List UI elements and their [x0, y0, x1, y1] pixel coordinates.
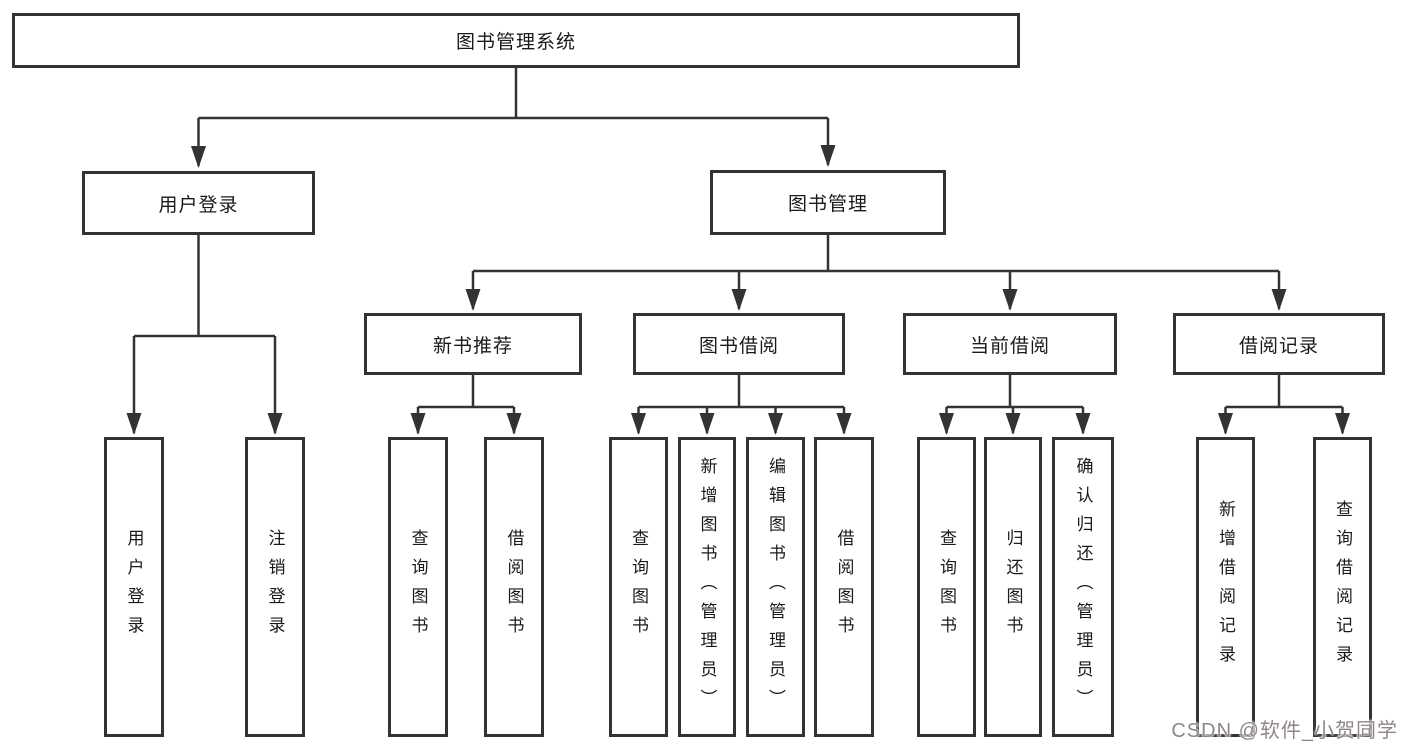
node-root-label: 图书管理系统	[455, 32, 576, 53]
node-book-borrow: 图书借阅	[633, 313, 845, 375]
node-borrow-record-label: 借阅记录	[1238, 335, 1319, 357]
leaf-user-login-label: 用户登录	[124, 529, 144, 645]
node-user-login-label: 用户登录	[158, 194, 239, 216]
leaf-query-book-3-label: 查询图书	[937, 529, 956, 645]
leaf-logout-label: 注销登录	[265, 529, 285, 645]
leaf-query-book-3: 查询图书	[917, 437, 976, 737]
leaf-confirm-return-admin-label: 确认归还（管理员）	[1073, 456, 1093, 718]
node-new-book-recommend-label: 新书推荐	[432, 335, 513, 357]
leaf-edit-book-admin-label: 编辑图书（管理员）	[766, 456, 785, 718]
node-book-borrow-label: 图书借阅	[698, 335, 779, 357]
leaf-borrow-book-2: 借阅图书	[814, 437, 874, 737]
leaf-add-borrow-record: 新增借阅记录	[1196, 437, 1255, 737]
leaf-return-book: 归还图书	[984, 437, 1042, 737]
leaf-add-book-admin-label: 新增图书（管理员）	[697, 456, 717, 718]
leaf-borrow-book-1-label: 借阅图书	[504, 529, 524, 645]
node-new-book-recommend: 新书推荐	[364, 313, 582, 375]
node-current-borrow: 当前借阅	[903, 313, 1117, 375]
node-current-borrow-label: 当前借阅	[969, 335, 1050, 357]
node-root: 图书管理系统	[12, 13, 1020, 68]
leaf-query-borrow-record: 查询借阅记录	[1313, 437, 1372, 737]
leaf-query-borrow-record-label: 查询借阅记录	[1333, 500, 1352, 674]
node-book-management: 图书管理	[710, 170, 946, 235]
node-user-login: 用户登录	[82, 171, 315, 235]
leaf-user-login: 用户登录	[104, 437, 164, 737]
node-borrow-record: 借阅记录	[1173, 313, 1385, 375]
leaf-add-book-admin: 新增图书（管理员）	[678, 437, 736, 737]
leaf-query-book-2-label: 查询图书	[629, 529, 648, 645]
leaf-add-borrow-record-label: 新增借阅记录	[1216, 500, 1235, 674]
leaf-logout: 注销登录	[245, 437, 305, 737]
connector-segments	[126, 68, 1350, 435]
leaf-return-book-label: 归还图书	[1003, 529, 1023, 645]
node-book-management-label: 图书管理	[787, 194, 868, 215]
watermark: CSDN @软件_小贺同学	[1171, 720, 1398, 742]
leaf-query-book-1: 查询图书	[388, 437, 448, 737]
leaf-confirm-return-admin: 确认归还（管理员）	[1052, 437, 1114, 737]
leaf-borrow-book-2-label: 借阅图书	[834, 529, 854, 645]
leaf-edit-book-admin: 编辑图书（管理员）	[746, 437, 805, 737]
leaf-borrow-book-1: 借阅图书	[484, 437, 544, 737]
leaf-query-book-2: 查询图书	[609, 437, 668, 737]
leaf-query-book-1-label: 查询图书	[408, 529, 428, 645]
